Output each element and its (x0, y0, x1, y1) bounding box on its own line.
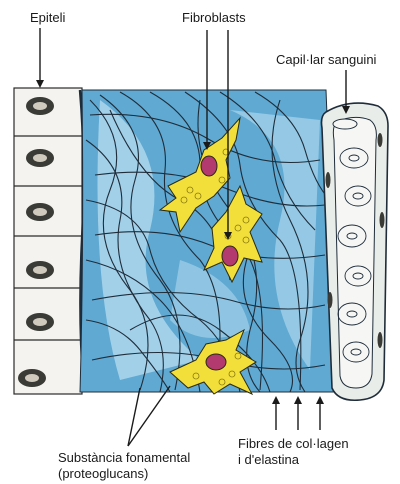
epithelium-label: Epiteli (30, 10, 66, 25)
fibers-label: Fibres de col·lagen i d'elastina (238, 436, 352, 467)
fibers-label-line1: Fibres de col·lagen (238, 436, 349, 451)
fibroblasts-label: Fibroblasts (182, 10, 246, 25)
capillary-label: Capil·lar sanguini (276, 52, 377, 67)
blood-capillary (322, 103, 389, 400)
ground-substance-label: Substància fonamental (proteoglucans) (58, 450, 194, 481)
ground-substance-label-line2: (proteoglucans) (58, 466, 148, 481)
epithelium-layer (14, 88, 84, 394)
epithelium-column (14, 88, 82, 394)
fibroblast-nucleus (206, 354, 226, 370)
ground-substance-label-line1: Substància fonamental (58, 450, 190, 465)
fibers-label-line2: i d'elastina (238, 452, 300, 467)
fibroblast-nucleus (222, 246, 238, 266)
fibroblast-nucleus (201, 156, 217, 176)
